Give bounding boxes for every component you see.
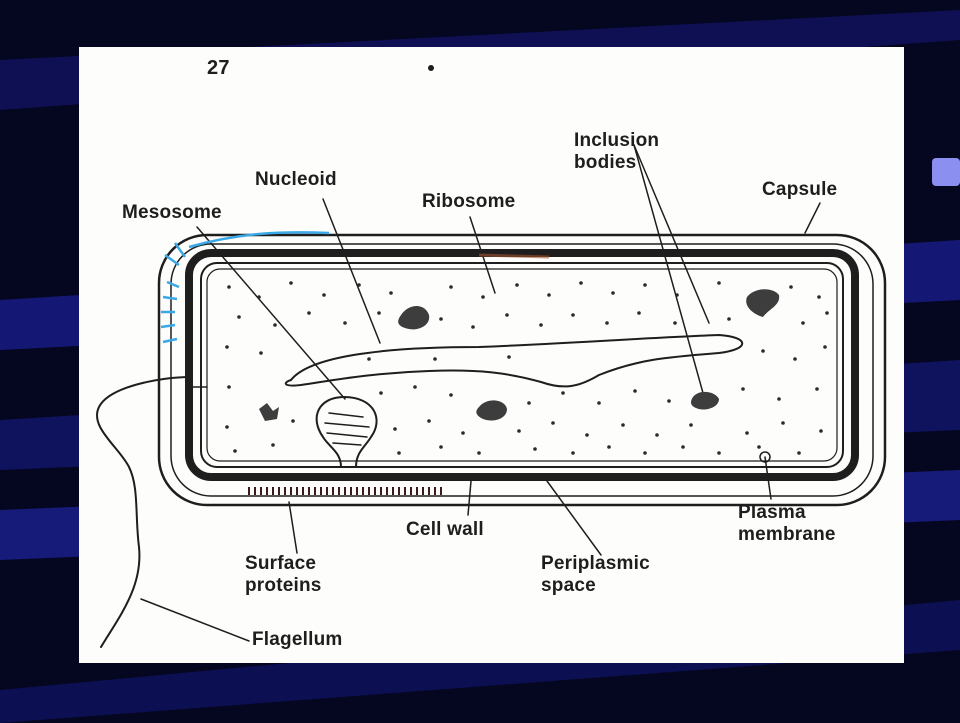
ribosome-dots xyxy=(225,281,829,455)
surface-proteins-marks xyxy=(249,487,441,495)
cell-wall-outline xyxy=(189,253,855,477)
slide-decoration xyxy=(932,158,960,186)
cell-diagram-figure: 27 Inclusion bodies Nucleoid Capsule Rib… xyxy=(79,47,904,663)
label-plasma-membrane: Plasma membrane xyxy=(738,502,836,546)
smudge xyxy=(479,255,549,257)
bacterial-cell-drawing xyxy=(79,47,904,663)
capsule-outline xyxy=(159,235,885,505)
label-surface-proteins: Surface proteins xyxy=(245,553,322,597)
stray-dot xyxy=(428,65,434,71)
label-cell-wall: Cell wall xyxy=(406,519,484,541)
label-capsule: Capsule xyxy=(762,179,837,201)
label-inclusion-bodies: Inclusion bodies xyxy=(574,130,659,174)
nucleoid-shape xyxy=(286,335,743,386)
label-nucleoid: Nucleoid xyxy=(255,169,337,191)
page-number: 27 xyxy=(207,57,230,79)
label-mesosome: Mesosome xyxy=(122,202,222,224)
label-ribosome: Ribosome xyxy=(422,191,515,213)
label-periplasmic-space: Periplasmic space xyxy=(541,553,650,597)
label-flagellum: Flagellum xyxy=(252,629,342,651)
